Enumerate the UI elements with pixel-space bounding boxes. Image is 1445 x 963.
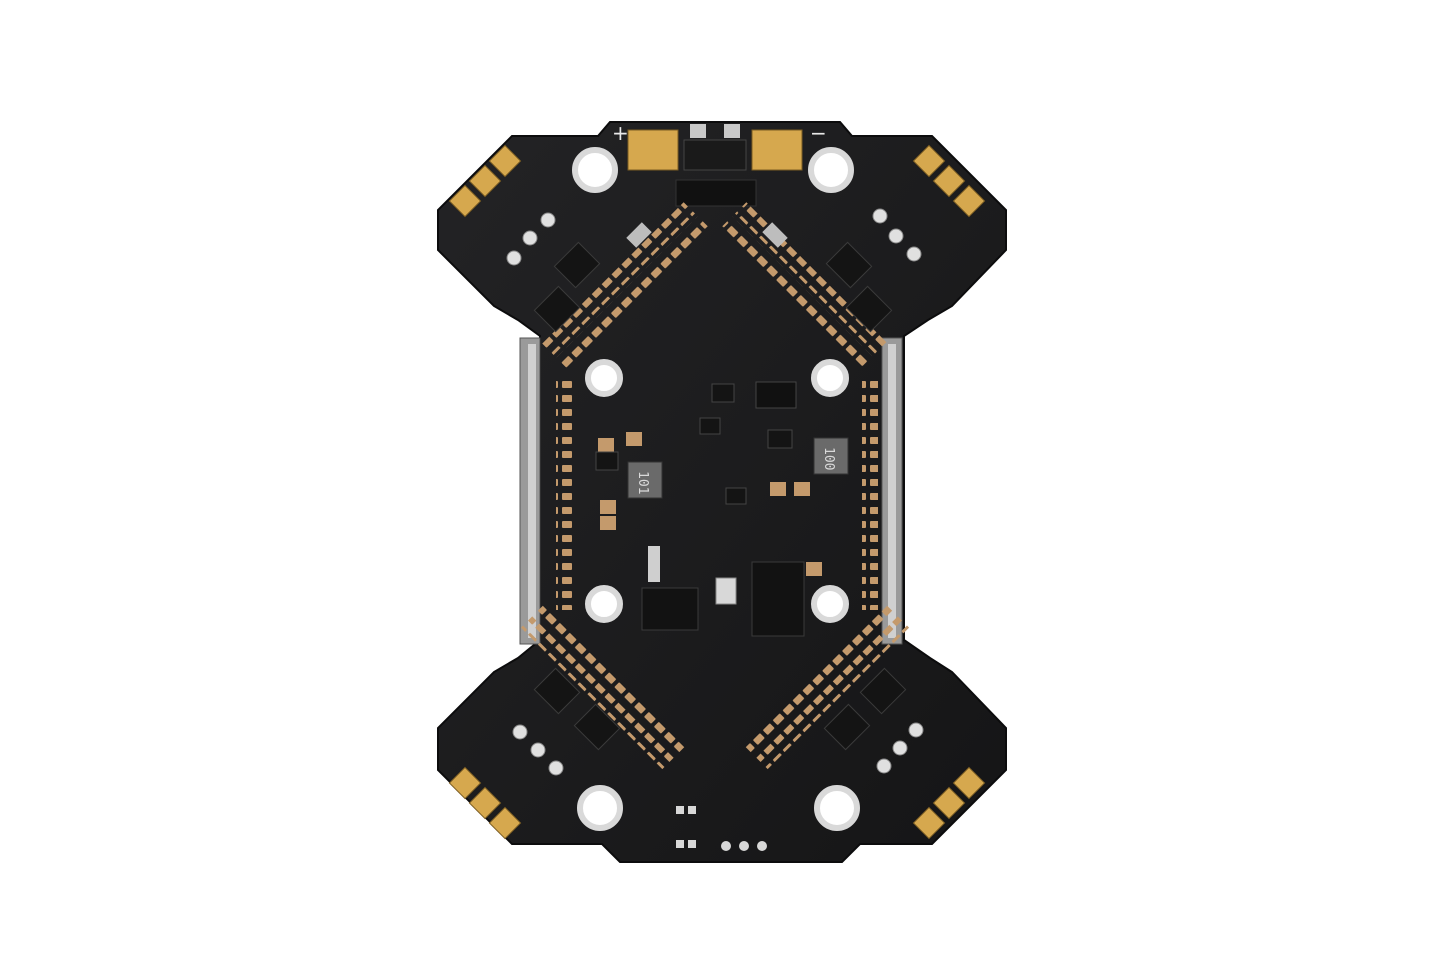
center-components xyxy=(595,381,849,637)
vias xyxy=(506,208,924,776)
battery-pad-negative xyxy=(751,129,803,171)
pad-column-left xyxy=(556,380,572,610)
plus-marking: + xyxy=(612,121,629,145)
bottom-pads xyxy=(676,806,767,851)
top-ic xyxy=(675,179,757,207)
pad-column-right xyxy=(862,380,878,610)
motor-pads-bottom-right xyxy=(912,766,986,840)
motor-pads-top-left xyxy=(448,144,522,218)
minus-marking: − xyxy=(810,121,827,145)
component-row-top-left xyxy=(542,202,710,370)
component-row-bottom-right xyxy=(742,602,910,770)
inductor-label-right: 100 xyxy=(821,447,836,470)
component-row-bottom-left xyxy=(520,602,688,770)
motor-pads-bottom-left xyxy=(448,766,522,840)
battery-pad-positive xyxy=(627,129,679,171)
crystal-right xyxy=(762,222,788,248)
mounting-holes xyxy=(572,147,860,831)
mosfets xyxy=(533,241,907,751)
crystal-left xyxy=(626,222,652,248)
inductor-label-left: 101 xyxy=(635,471,650,494)
motor-pads-top-right xyxy=(912,144,986,218)
